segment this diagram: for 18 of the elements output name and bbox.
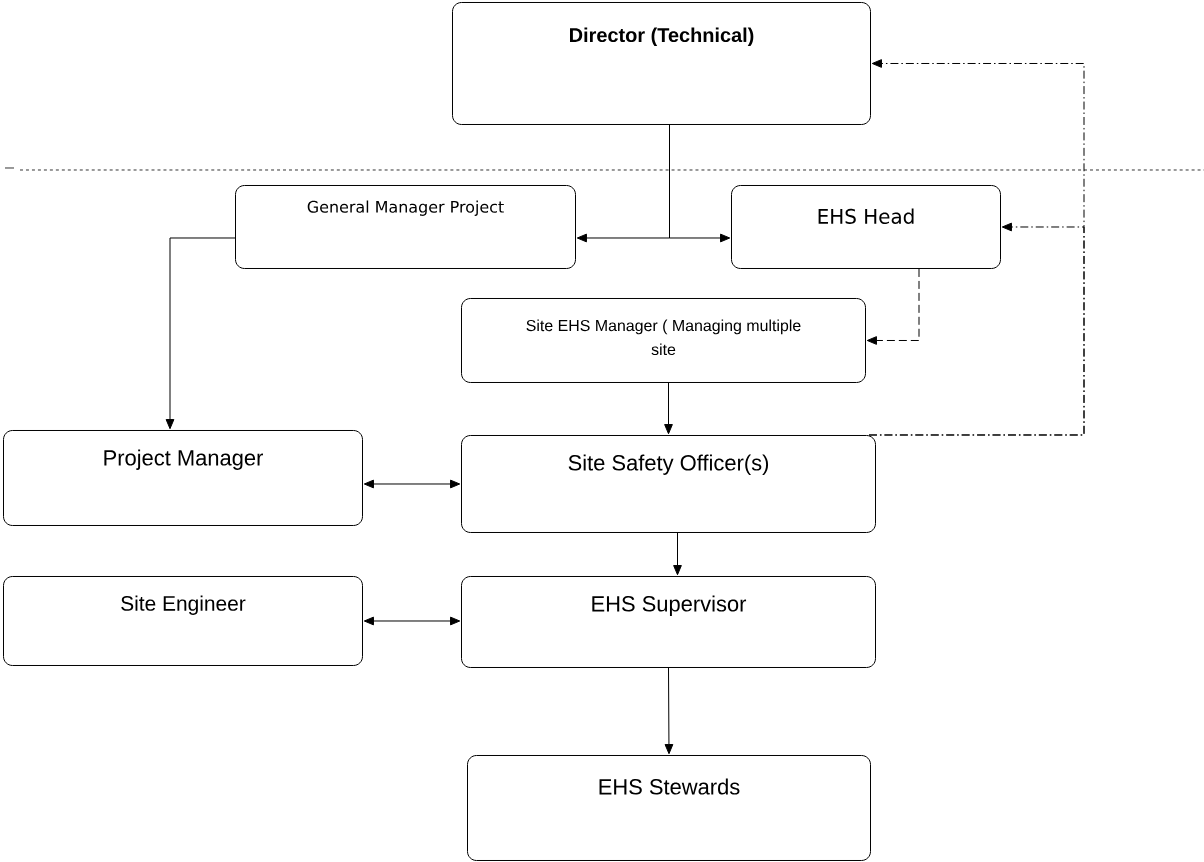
arrow	[673, 532, 682, 576]
arrow	[664, 667, 674, 755]
role-box: Director (Technical)	[452, 2, 871, 125]
arrow	[363, 616, 461, 626]
arrow	[664, 382, 673, 435]
role-box: Project Manager	[3, 430, 363, 526]
role-box: EHS Supervisor	[461, 576, 876, 668]
arrow	[866, 268, 920, 345]
arrow	[363, 479, 461, 489]
arrow	[165, 237, 236, 430]
role-box: EHS Stewards	[467, 755, 871, 861]
role-box: Site EHS Manager ( Managing multiple site	[461, 298, 866, 383]
role-box: EHS Head	[731, 185, 1001, 269]
arrow	[669, 124, 731, 243]
role-box: General Manager Project	[235, 185, 576, 269]
role-box: Site Engineer	[3, 576, 363, 666]
role-box: Site Safety Officer(s)	[461, 435, 876, 533]
arrow	[868, 222, 1085, 436]
